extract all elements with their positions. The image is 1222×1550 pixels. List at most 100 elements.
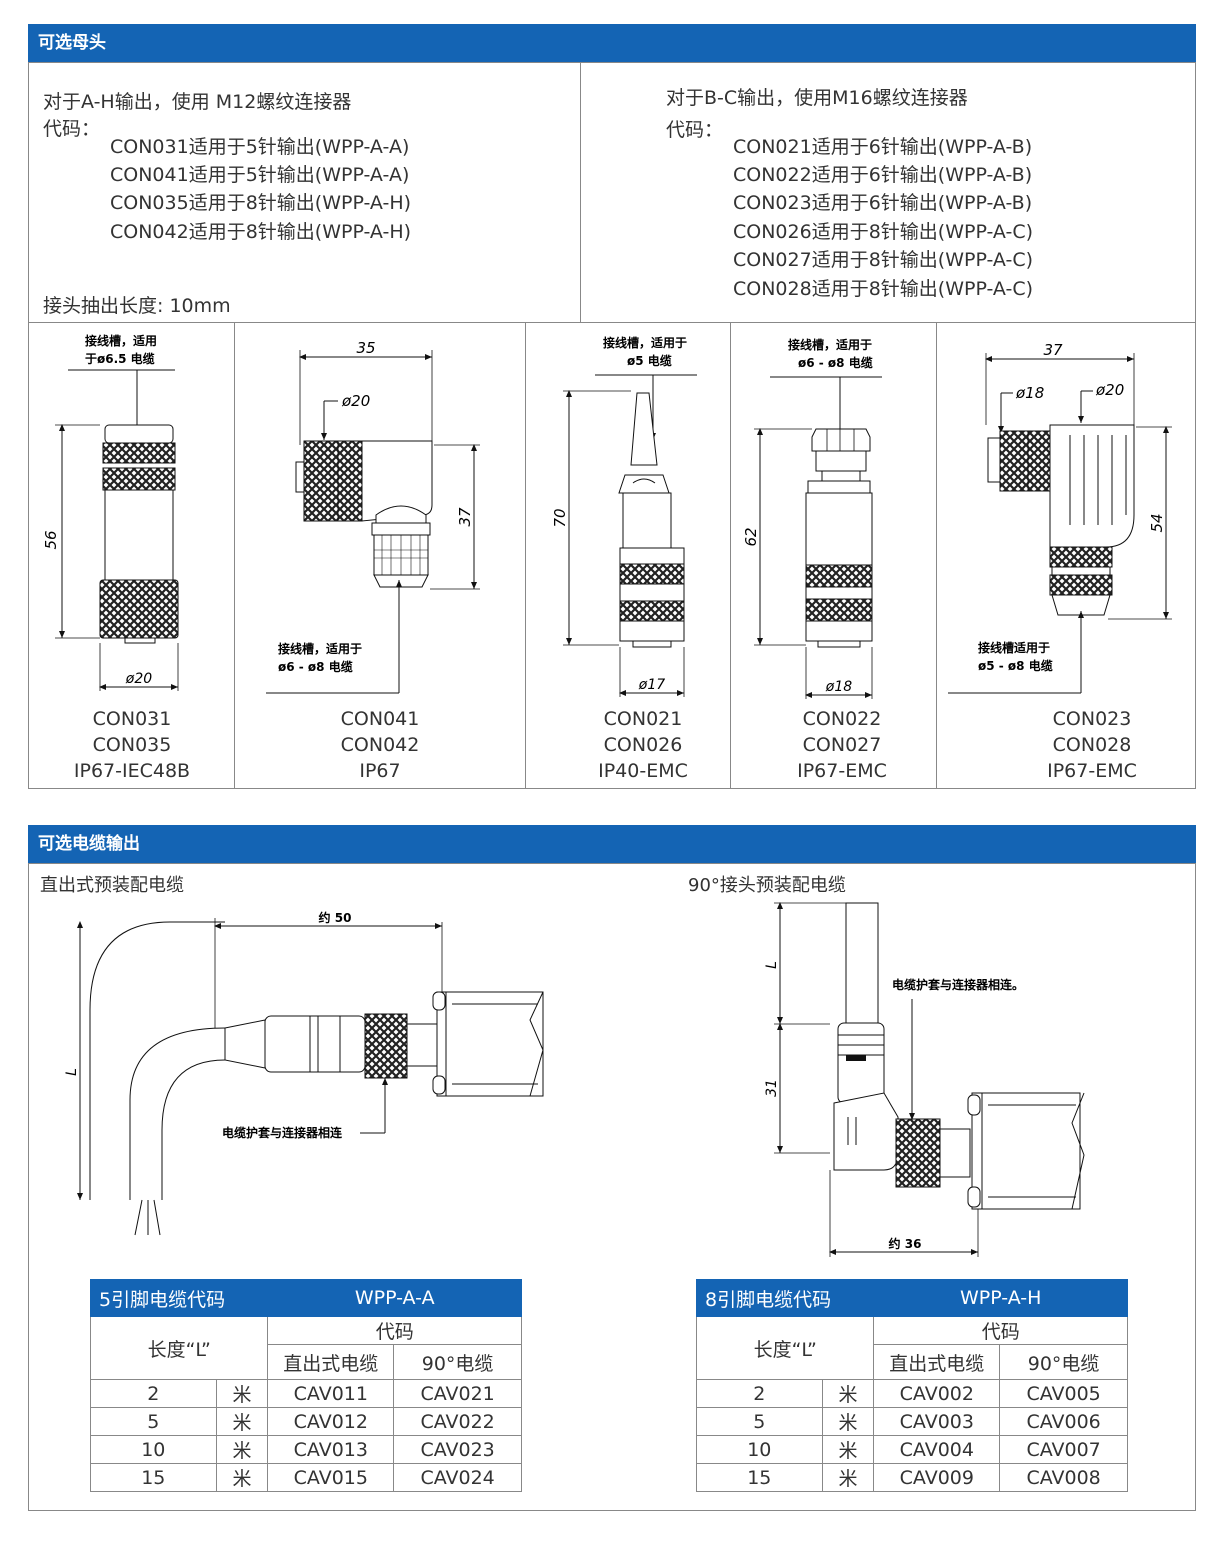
code-cell: CAV006 <box>999 1407 1128 1436</box>
dim-diameter: ø18 <box>1015 384 1044 402</box>
code-cell: CAV004 <box>873 1435 1001 1464</box>
connector-rating: IP67 <box>359 760 401 782</box>
unit-cell: 米 <box>821 1407 875 1436</box>
m12-heading: 对于A-H输出，使用 M12螺纹连接器 <box>43 91 352 113</box>
straight-cable-title: 直出式预装配电缆 <box>40 875 184 896</box>
dim-diameter: ø18 <box>825 679 852 695</box>
section-title-female-connectors: 可选母头 <box>28 24 1196 62</box>
code-cell: CAV005 <box>999 1379 1128 1408</box>
dim-height: 62 <box>742 527 760 546</box>
cable-slot-note: 于ø6.5 电缆 <box>85 351 155 366</box>
dim-diameter: ø20 <box>125 671 152 687</box>
length-cell: 5 <box>90 1407 217 1436</box>
connector-caption: CON021 CON026 IP40-EMC <box>540 706 746 784</box>
length-cell: 10 <box>90 1435 217 1464</box>
connector-drawing-con031: 接线槽，适用 于ø6.5 电缆 56 ø20 <box>42 333 179 691</box>
unit-cell: 米 <box>821 1379 875 1408</box>
length-cell: 15 <box>696 1463 823 1492</box>
code-line: CON041适用于5针输出(WPP-A-A) <box>110 164 410 186</box>
length-header: 长度“L” <box>695 1316 875 1380</box>
dim-diameter: ø20 <box>341 392 370 410</box>
connector-caption: CON022 CON027 IP67-EMC <box>740 706 944 784</box>
connector-code: CON026 <box>603 734 683 756</box>
connector-code: CON041 <box>340 708 420 730</box>
divider <box>580 62 581 323</box>
unit-cell: 米 <box>821 1435 875 1464</box>
connector-code: CON031 <box>92 708 172 730</box>
code-label: 代码： <box>666 119 724 141</box>
unit-cell: 米 <box>215 1407 269 1436</box>
dim-height: 70 <box>551 508 569 527</box>
angled-cable-title: 90°接头预装配电缆 <box>688 875 846 896</box>
code-label: 代码： <box>43 118 101 140</box>
code-line: CON023适用于6针输出(WPP-A-B) <box>733 192 1033 214</box>
dim-L: L <box>64 1068 80 1076</box>
code-cell: CAV013 <box>267 1435 395 1464</box>
dim-height: 37 <box>456 507 474 527</box>
code-line: CON035适用于8针输出(WPP-A-H) <box>110 192 412 214</box>
angled-cable-diagram: L 31 电缆护套与连接器相连。 约 36 <box>764 902 1085 1257</box>
connector-drawing-con041: 35 ø20 37 接线槽，适用于 ø6 - ø8 电缆 <box>266 339 480 694</box>
section-title-cable-outputs: 可选电缆输出 <box>28 825 1196 863</box>
connector-caption: CON041 CON042 IP67 <box>236 706 524 784</box>
length-cell: 2 <box>90 1379 217 1408</box>
dim-L: L <box>764 961 780 969</box>
connector-code: CON042 <box>340 734 420 756</box>
dim-height: 56 <box>42 530 60 549</box>
dim-length: 约 50 <box>319 910 352 925</box>
cable-slot-note: ø5 电缆 <box>627 353 672 368</box>
code-line: CON028适用于8针输出(WPP-A-C) <box>733 278 1034 300</box>
code-cell: CAV023 <box>393 1435 522 1464</box>
table-model: WPP-A-A <box>267 1279 522 1317</box>
dim-31: 31 <box>764 1079 780 1097</box>
dim-width: 35 <box>356 339 375 357</box>
dim-width: 37 <box>1043 341 1063 359</box>
divider <box>525 322 526 789</box>
code-line: CON026适用于8针输出(WPP-A-C) <box>733 221 1034 243</box>
cable-slot-note: 接线槽适用于 <box>978 640 1050 655</box>
divider <box>28 322 1196 323</box>
code-cell: CAV003 <box>873 1407 1001 1436</box>
cable-slot-note: ø5 - ø8 电缆 <box>978 658 1053 673</box>
connector-code: CON035 <box>92 734 172 756</box>
sheath-note: 电缆护套与连接器相连 <box>222 1125 343 1140</box>
dim-diameter: ø20 <box>1095 381 1124 399</box>
m16-heading: 对于B-C输出，使用M16螺纹连接器 <box>666 87 968 109</box>
cable-slot-note: ø6 - ø8 电缆 <box>798 355 873 370</box>
cable-outputs-panel <box>28 863 1196 1511</box>
length-cell: 10 <box>696 1435 823 1464</box>
col-header: 90°电缆 <box>999 1344 1128 1380</box>
length-cell: 2 <box>696 1379 823 1408</box>
straight-cable-diagram: 约 50 L 电缆护套与连接器相连 <box>64 910 544 1236</box>
code-cell: CAV002 <box>873 1379 1001 1408</box>
table-model: WPP-A-H <box>873 1279 1128 1317</box>
connector-rating: IP67-IEC48B <box>73 760 191 782</box>
connector-code: CON028 <box>1052 734 1132 756</box>
connector-drawing-con021: 接线槽，适用于 ø5 电缆 70 ø17 <box>551 335 697 697</box>
code-cell: CAV022 <box>393 1407 522 1436</box>
col-header: 90°电缆 <box>393 1344 522 1380</box>
cable-slot-note: 接线槽，适用于 <box>278 641 362 656</box>
cable-slot-note: 接线槽，适用于 <box>603 335 687 350</box>
connector-code: CON027 <box>802 734 882 756</box>
code-cell: CAV024 <box>393 1463 522 1492</box>
connector-caption: CON031 CON035 IP67-IEC48B <box>30 706 234 784</box>
table-title: 8引脚电缆代码 <box>695 1279 875 1317</box>
code-line: CON042适用于8针输出(WPP-A-H) <box>110 221 412 243</box>
unit-cell: 米 <box>821 1463 875 1492</box>
connector-rating: IP67-EMC <box>797 760 887 782</box>
connector-rating: IP40-EMC <box>598 760 688 782</box>
code-cell: CAV012 <box>267 1407 395 1436</box>
code-line: CON021适用于6针输出(WPP-A-B) <box>733 136 1033 158</box>
dim-diameter: ø17 <box>638 677 665 693</box>
code-header: 代码 <box>873 1316 1128 1345</box>
code-header: 代码 <box>267 1316 522 1345</box>
connector-drawing-con022: 接线槽，适用于 ø6 - ø8 电缆 62 ø18 <box>742 337 882 699</box>
